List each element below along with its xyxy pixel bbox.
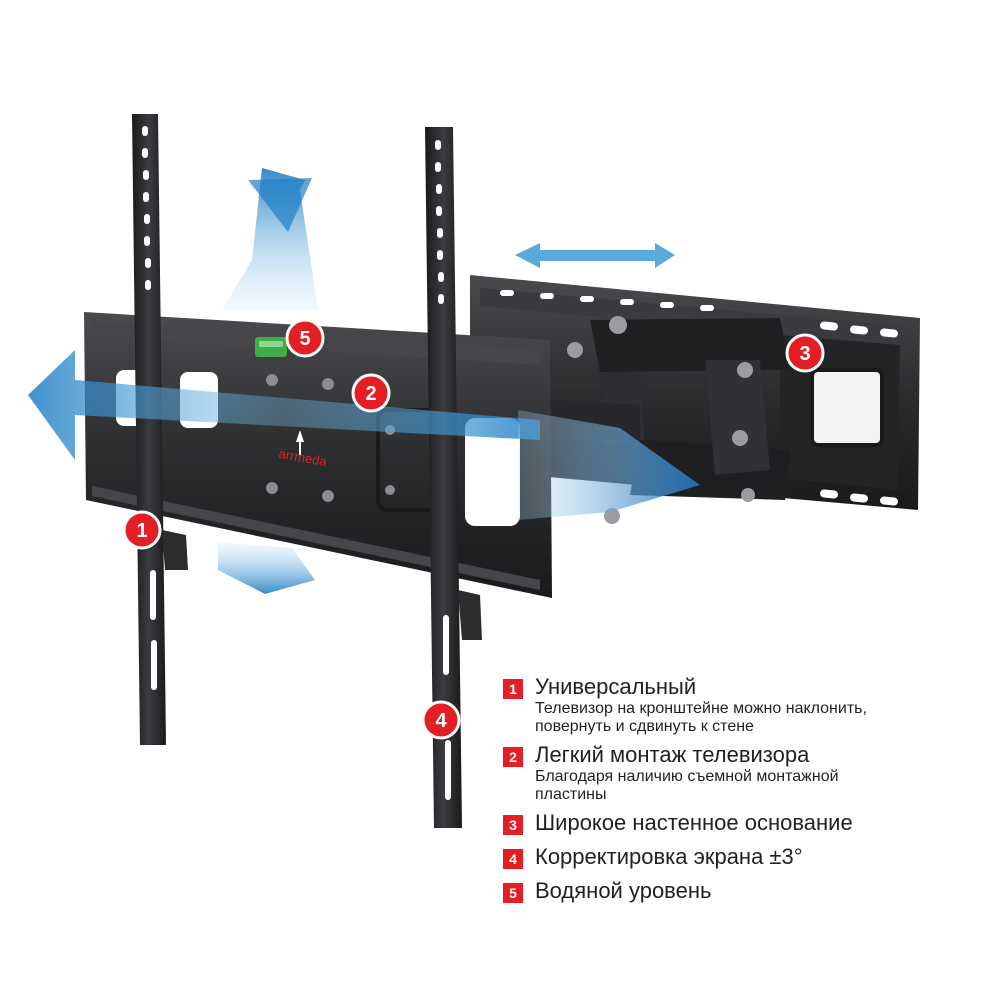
marker-3: 3 — [785, 333, 825, 373]
legend-subtitle: Благодаря наличию съемной монтажной — [535, 768, 839, 785]
legend-number: 1 — [503, 679, 523, 699]
marker-5: 5 — [285, 318, 325, 358]
legend-subtitle: Телевизор на кронштейне можно наклонить, — [535, 700, 867, 717]
legend-title: Корректировка экрана ±3° — [535, 844, 803, 869]
marker-4: 4 — [421, 700, 461, 740]
left-right-arrow-icon — [28, 350, 540, 460]
legend-subtitle: пластины — [535, 786, 607, 803]
legend-title: Широкое настенное основание — [535, 810, 853, 835]
legend-item-1: 1 Универсальный Телевизор на кронштейне … — [503, 674, 867, 736]
legend-number: 3 — [503, 815, 523, 835]
svg-text:3: 3 — [799, 343, 810, 365]
svg-text:5: 5 — [299, 328, 310, 350]
legend-title: Легкий монтаж телевизора — [535, 742, 810, 767]
legend-title: Универсальный — [535, 674, 697, 699]
marker-2: 2 — [351, 373, 391, 413]
left-vertical-bracket — [132, 114, 188, 745]
down-arrow-icon — [218, 542, 315, 594]
legend-item-4: 4 Корректировка экрана ±3° — [503, 844, 803, 870]
svg-text:4: 4 — [435, 710, 447, 732]
legend-title: Водяной уровень — [535, 878, 712, 903]
horizontal-arrow-icon — [515, 243, 675, 268]
legend-subtitle: повернуть и сдвинуть к стене — [535, 718, 754, 735]
legend-item-2: 2 Легкий монтаж телевизора Благодаря нал… — [503, 742, 839, 804]
legend-number: 2 — [503, 747, 523, 767]
right-vertical-bracket — [425, 127, 482, 828]
marker-1: 1 — [122, 510, 162, 550]
right-arrow-icon — [518, 410, 700, 520]
legend-number: 4 — [503, 849, 523, 869]
legend-item-5: 5 Водяной уровень — [503, 878, 711, 904]
motion-arrows — [28, 168, 700, 594]
svg-text:2: 2 — [365, 383, 376, 405]
svg-text:1: 1 — [136, 520, 147, 542]
legend-item-3: 3 Широкое настенное основание — [503, 810, 853, 836]
legend-number: 5 — [503, 883, 523, 903]
water-level — [255, 337, 287, 357]
